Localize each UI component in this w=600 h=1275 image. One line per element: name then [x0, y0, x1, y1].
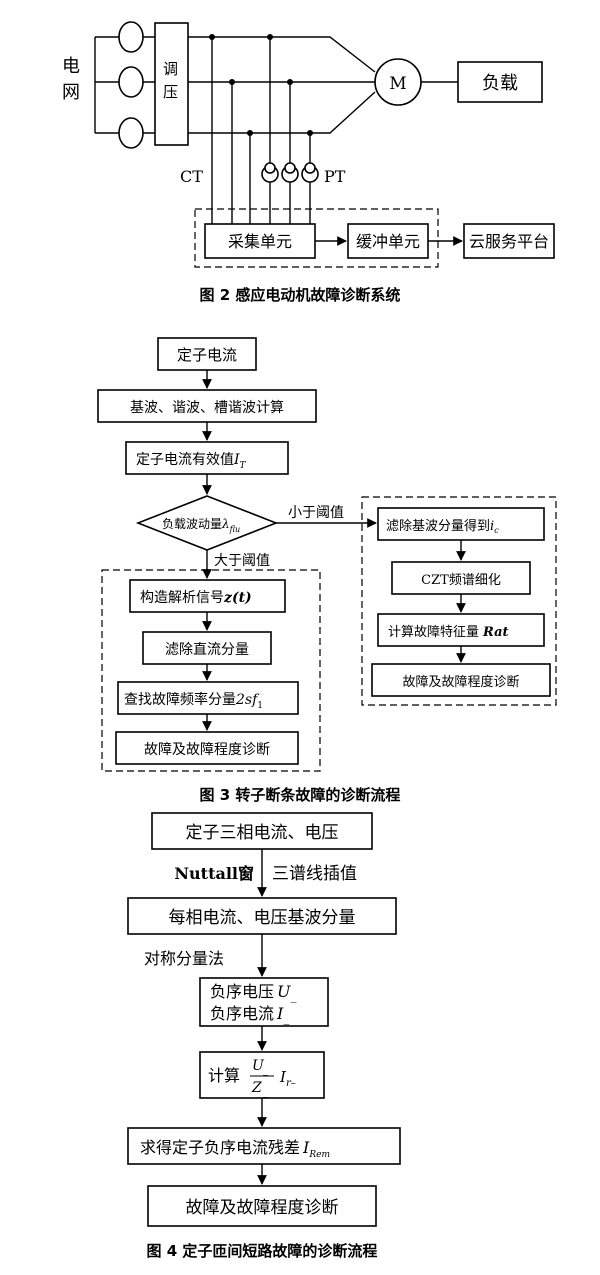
svg-text:Ir–: Ir– [279, 1068, 296, 1089]
greater-than-threshold-label: 大于阈值 [214, 553, 270, 569]
analytic-signal-box [129, 579, 286, 613]
acquisition-unit-label: 采集单元 [228, 232, 292, 251]
remove-dc-label: 滤除直流分量 [165, 641, 249, 658]
decision-sub: flu [229, 525, 241, 534]
fraction-numerator: U [252, 1058, 265, 1074]
filter-fundamental-sub: c [494, 526, 499, 535]
acquisition-unit-box [204, 223, 316, 259]
fundamental-label: 每相电流、电压基波分量 [169, 908, 356, 928]
negative-voltage-label: 负序电压 [210, 982, 274, 1001]
load-label: 负载 [482, 73, 518, 94]
fault-feature-expr: Rat [482, 625, 509, 640]
filter-fundamental-label: 滤除基波分量得到 [386, 518, 490, 534]
right-diagnosis-box [371, 663, 551, 697]
pt-label: PT [324, 167, 346, 186]
source-circle-b [118, 66, 144, 98]
figure-3-flowchart: 定子电流 基波、谐波、槽谐波计算 定子电流有效值IT 负载波动量λflu 小于阈… [97, 337, 557, 804]
less-than-threshold-label: 小于阈值 [288, 505, 344, 521]
svg-text:构造解析信号z(t): 构造解析信号z(t) [140, 590, 252, 606]
fault-feature-label: 计算故障特征量 [388, 625, 479, 640]
svg-text:_: _ [263, 1065, 268, 1076]
analytic-signal-expr: z(t) [223, 590, 252, 606]
voltage-regulator-box [154, 22, 189, 146]
find-fault-frequency-sub: 1 [257, 701, 263, 711]
symmetric-component-label: 对称分量法 [144, 949, 224, 968]
calculate-label: 计算 [208, 1066, 240, 1085]
negative-sequence-box [199, 977, 329, 1027]
stator-current-box [157, 337, 257, 371]
filter-fundamental-box [377, 507, 545, 541]
figure-3-caption: 图 3 转子断条故障的诊断流程 [200, 786, 401, 804]
residual-box [127, 1127, 401, 1165]
source-circle-c [118, 117, 144, 149]
acquisition-dashed-frame [194, 208, 439, 268]
source-circle-a [118, 21, 144, 53]
negative-current-label: 负序电流 [210, 1004, 274, 1023]
final-diagnosis-label: 故障及故障程度诊断 [186, 1198, 339, 1218]
cloud-platform-label: 云服务平台 [469, 232, 549, 251]
find-fault-frequency-expr: 2sf [235, 692, 260, 708]
analytic-signal-label: 构造解析信号 [140, 590, 224, 606]
regulator-label-2: 压 [163, 83, 178, 101]
svg-text:查找故障频率分量2sf1: 查找故障频率分量2sf1 [124, 691, 263, 711]
figure-2-system-diagram: 电 网 调 压 M 负载 CT [62, 21, 555, 304]
rms-current-box [125, 441, 289, 475]
left-dashed-frame [101, 569, 321, 772]
three-phase-box [151, 812, 373, 850]
grid-label-1: 电 [62, 56, 80, 77]
fault-feature-box [377, 613, 545, 647]
stator-current-label: 定子电流 [177, 346, 237, 364]
decision-label: 负载波动量 [162, 517, 222, 531]
figure-4-flowchart: 定子三相电流、电压 Nuttall窗 三谱线插值 每相电流、电压基波分量 对称分… [127, 812, 401, 1260]
right-diagnosis-label: 故障及故障程度诊断 [402, 674, 519, 690]
three-phase-label: 定子三相电流、电压 [186, 823, 339, 843]
final-diagnosis-box [147, 1185, 377, 1227]
rms-current-sub: T [240, 461, 247, 471]
left-diagnosis-box [115, 731, 299, 765]
svg-text:滤除基波分量得到ic: 滤除基波分量得到ic [386, 518, 499, 535]
svg-text:定子电流有效值IT: 定子电流有效值IT [136, 452, 247, 471]
load-box [457, 61, 543, 103]
calculate-box [199, 1051, 325, 1099]
phase-line-c [188, 91, 376, 134]
rms-current-label: 定子电流有效值 [136, 452, 234, 468]
figure-2-caption: 图 2 感应电动机故障诊断系统 [200, 286, 401, 304]
residual-sub: Rem [308, 1150, 330, 1160]
buffer-unit-label: 缓冲单元 [356, 232, 420, 251]
regulator-label-1: 调 [163, 60, 178, 78]
left-diagnosis-label: 故障及故障程度诊断 [144, 742, 270, 758]
residual-label: 求得定子负序电流残差 [140, 1138, 300, 1157]
right-dashed-frame [361, 496, 557, 706]
svg-text:负载波动量λflu: 负载波动量λflu [162, 517, 240, 534]
harmonic-calc-label: 基波、谐波、槽谐波计算 [130, 399, 284, 416]
find-fault-frequency-label: 查找故障频率分量 [124, 691, 236, 708]
grid-label-2: 网 [62, 82, 80, 103]
find-fault-frequency-box [117, 681, 299, 715]
ct-label: CT [180, 167, 203, 186]
motor-label: M [389, 74, 406, 94]
cloud-platform-box [463, 223, 555, 259]
figure-4-caption: 图 4 定子匝间短路故障的诊断流程 [147, 1242, 378, 1260]
fraction-denominator: Z [251, 1080, 262, 1096]
svg-text:_: _ [263, 1087, 268, 1098]
czt-refine-label: CZT频谱细化 [421, 573, 501, 588]
remove-dc-box [142, 631, 272, 665]
phase-line-a [188, 36, 376, 73]
fundamental-box [127, 897, 397, 935]
nuttall-window-label: Nuttall窗 [174, 864, 254, 883]
buffer-unit-box [347, 223, 429, 259]
three-line-interp-label: 三谱线插值 [272, 864, 357, 884]
